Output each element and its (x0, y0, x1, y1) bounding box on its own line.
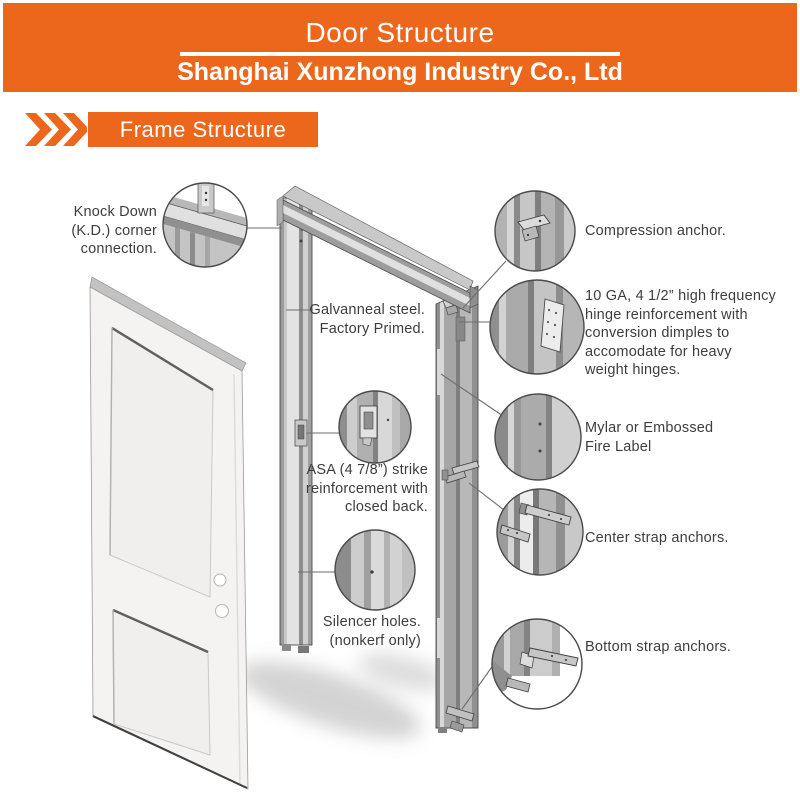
label-knock-down-corner: Knock Down (K.D.) corner connection. (57, 203, 157, 259)
label-line: ASA (4 7/8”) strike (306, 462, 428, 478)
label-hinge-reinforcement: 10 GA, 4 1/2” high frequency hinge reinf… (585, 287, 795, 380)
door-panel-bottom (112, 608, 211, 756)
label-line: Mylar or Embossed (585, 420, 714, 436)
label-line: weight hinges. (585, 362, 681, 378)
callout-center-strap-anchors (496, 488, 584, 576)
floor-shadow (239, 653, 446, 739)
callout-hinge-reinforcement (489, 279, 585, 375)
label-line: connection. (80, 241, 157, 257)
label-fire-label: Mylar or Embossed Fire Label (585, 419, 795, 456)
label-line: Factory Primed. (319, 320, 425, 337)
label-line: closed back. (345, 499, 428, 515)
label-line: Bottom strap anchors. (585, 639, 732, 655)
door-panel-top (109, 326, 214, 598)
callout-fire-label (494, 393, 582, 481)
label-line: Compression anchor. (585, 223, 726, 239)
door-bore-hole (215, 604, 229, 618)
label-line: (nonkerf only) (329, 632, 421, 649)
label-line: (K.D.) corner (71, 222, 157, 239)
label-galvanneal-steel: Galvanneal steel. Factory Primed. (300, 301, 425, 338)
door-bore-hole (213, 573, 227, 587)
triple-chevron-icon (25, 113, 87, 146)
label-line: hinge reinforcement with (585, 306, 748, 323)
label-line: Galvanneal steel. (309, 302, 425, 318)
label-compression-anchor: Compression anchor. (585, 222, 795, 241)
callout-knock-down-corner (162, 182, 248, 268)
callout-silencer-holes (334, 529, 416, 611)
page-title: Door Structure (305, 17, 495, 48)
callout-asa-strike (338, 390, 412, 464)
frame-right-jamb (430, 270, 482, 733)
label-asa-strike: ASA (4 7/8”) strike reinforcement with c… (288, 461, 428, 517)
label-line: 10 GA, 4 1/2” high frequency (585, 288, 776, 304)
label-center-strap-anchors: Center strap anchors. (585, 529, 795, 548)
company-name: Shanghai Xunzhong Industry Co., Ltd (177, 58, 623, 86)
label-line: reinforcement with (305, 480, 428, 497)
label-silencer-holes: Silencer holes. (nonkerf only) (301, 613, 421, 650)
header-divider (180, 52, 620, 56)
label-line: Fire Label (585, 438, 652, 455)
label-bottom-strap-anchors: Bottom strap anchors. (585, 638, 795, 657)
header-banner: Door Structure Shanghai Xunzhong Industr… (3, 3, 797, 92)
door-leaf (89, 276, 249, 790)
callout-compression-anchor (494, 190, 576, 272)
frame-left-jamb (279, 197, 313, 653)
label-line: Silencer holes. (322, 614, 421, 630)
frame-head (276, 185, 479, 314)
label-line: Center strap anchors. (585, 530, 729, 546)
callout-bottom-strap-anchors (491, 618, 583, 710)
section-header: Frame Structure (25, 112, 318, 147)
label-line: Knock Down (73, 204, 157, 220)
section-title: Frame Structure (119, 116, 287, 142)
section-title-badge: Frame Structure (88, 112, 318, 147)
label-line: conversion dimples to (585, 325, 730, 341)
label-line: accomodate for heavy (585, 343, 732, 360)
